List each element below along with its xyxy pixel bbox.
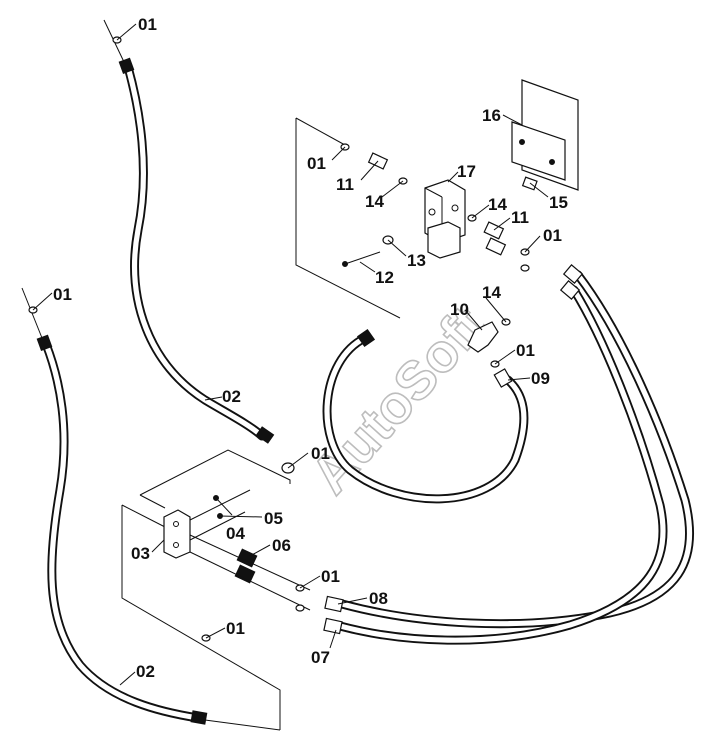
callout-11-b: 11 bbox=[511, 208, 529, 227]
callout-13: 13 bbox=[407, 251, 426, 270]
callout-16: 16 bbox=[482, 106, 501, 125]
callout-03: 03 bbox=[131, 544, 150, 563]
callout-01-mid-b: 01 bbox=[311, 444, 330, 463]
valve-bracket-16 bbox=[511, 79, 579, 191]
callout-08: 08 bbox=[369, 589, 388, 608]
callout-09: 09 bbox=[531, 369, 550, 388]
leader-lines bbox=[32, 23, 549, 686]
hose-02-upper bbox=[103, 19, 275, 444]
callout-02-upper: 02 bbox=[222, 387, 241, 406]
valve-block-17 bbox=[424, 179, 466, 259]
hoses-07-08-pair bbox=[323, 264, 695, 645]
callout-01-lower-b: 01 bbox=[226, 619, 245, 638]
callout-15: 15 bbox=[549, 193, 568, 212]
callout-01-top: 01 bbox=[138, 15, 157, 34]
hose-09-loop bbox=[322, 328, 529, 504]
callout-01-mid-a: 01 bbox=[516, 341, 535, 360]
callout-14-b: 14 bbox=[488, 195, 507, 214]
callout-11-a: 11 bbox=[336, 175, 354, 194]
orings-hose-ends bbox=[28, 36, 122, 314]
callout-01-left: 01 bbox=[53, 285, 72, 304]
callout-12: 12 bbox=[375, 268, 394, 287]
callout-14-a: 14 bbox=[365, 192, 384, 211]
callout-02-lower: 02 bbox=[136, 662, 155, 681]
clamp-bracket-03 bbox=[163, 462, 311, 642]
callout-01-valve-b: 01 bbox=[543, 226, 562, 245]
callout-05: 05 bbox=[264, 509, 283, 528]
hose-02-lower bbox=[21, 287, 208, 725]
callout-07: 07 bbox=[311, 648, 330, 667]
callout-14-c: 14 bbox=[482, 283, 501, 302]
callout-labels: 01 01 01 01 01 01 01 01 02 02 03 04 05 0… bbox=[53, 15, 568, 681]
callout-17: 17 bbox=[457, 162, 476, 181]
callout-06: 06 bbox=[272, 536, 291, 555]
assembly-boundary-lines bbox=[121, 117, 401, 731]
callout-01-lower-a: 01 bbox=[321, 567, 340, 586]
valve-fittings bbox=[340, 143, 538, 272]
callout-04: 04 bbox=[226, 524, 245, 543]
callout-01-valve-a: 01 bbox=[307, 154, 326, 173]
callout-10: 10 bbox=[450, 300, 469, 319]
